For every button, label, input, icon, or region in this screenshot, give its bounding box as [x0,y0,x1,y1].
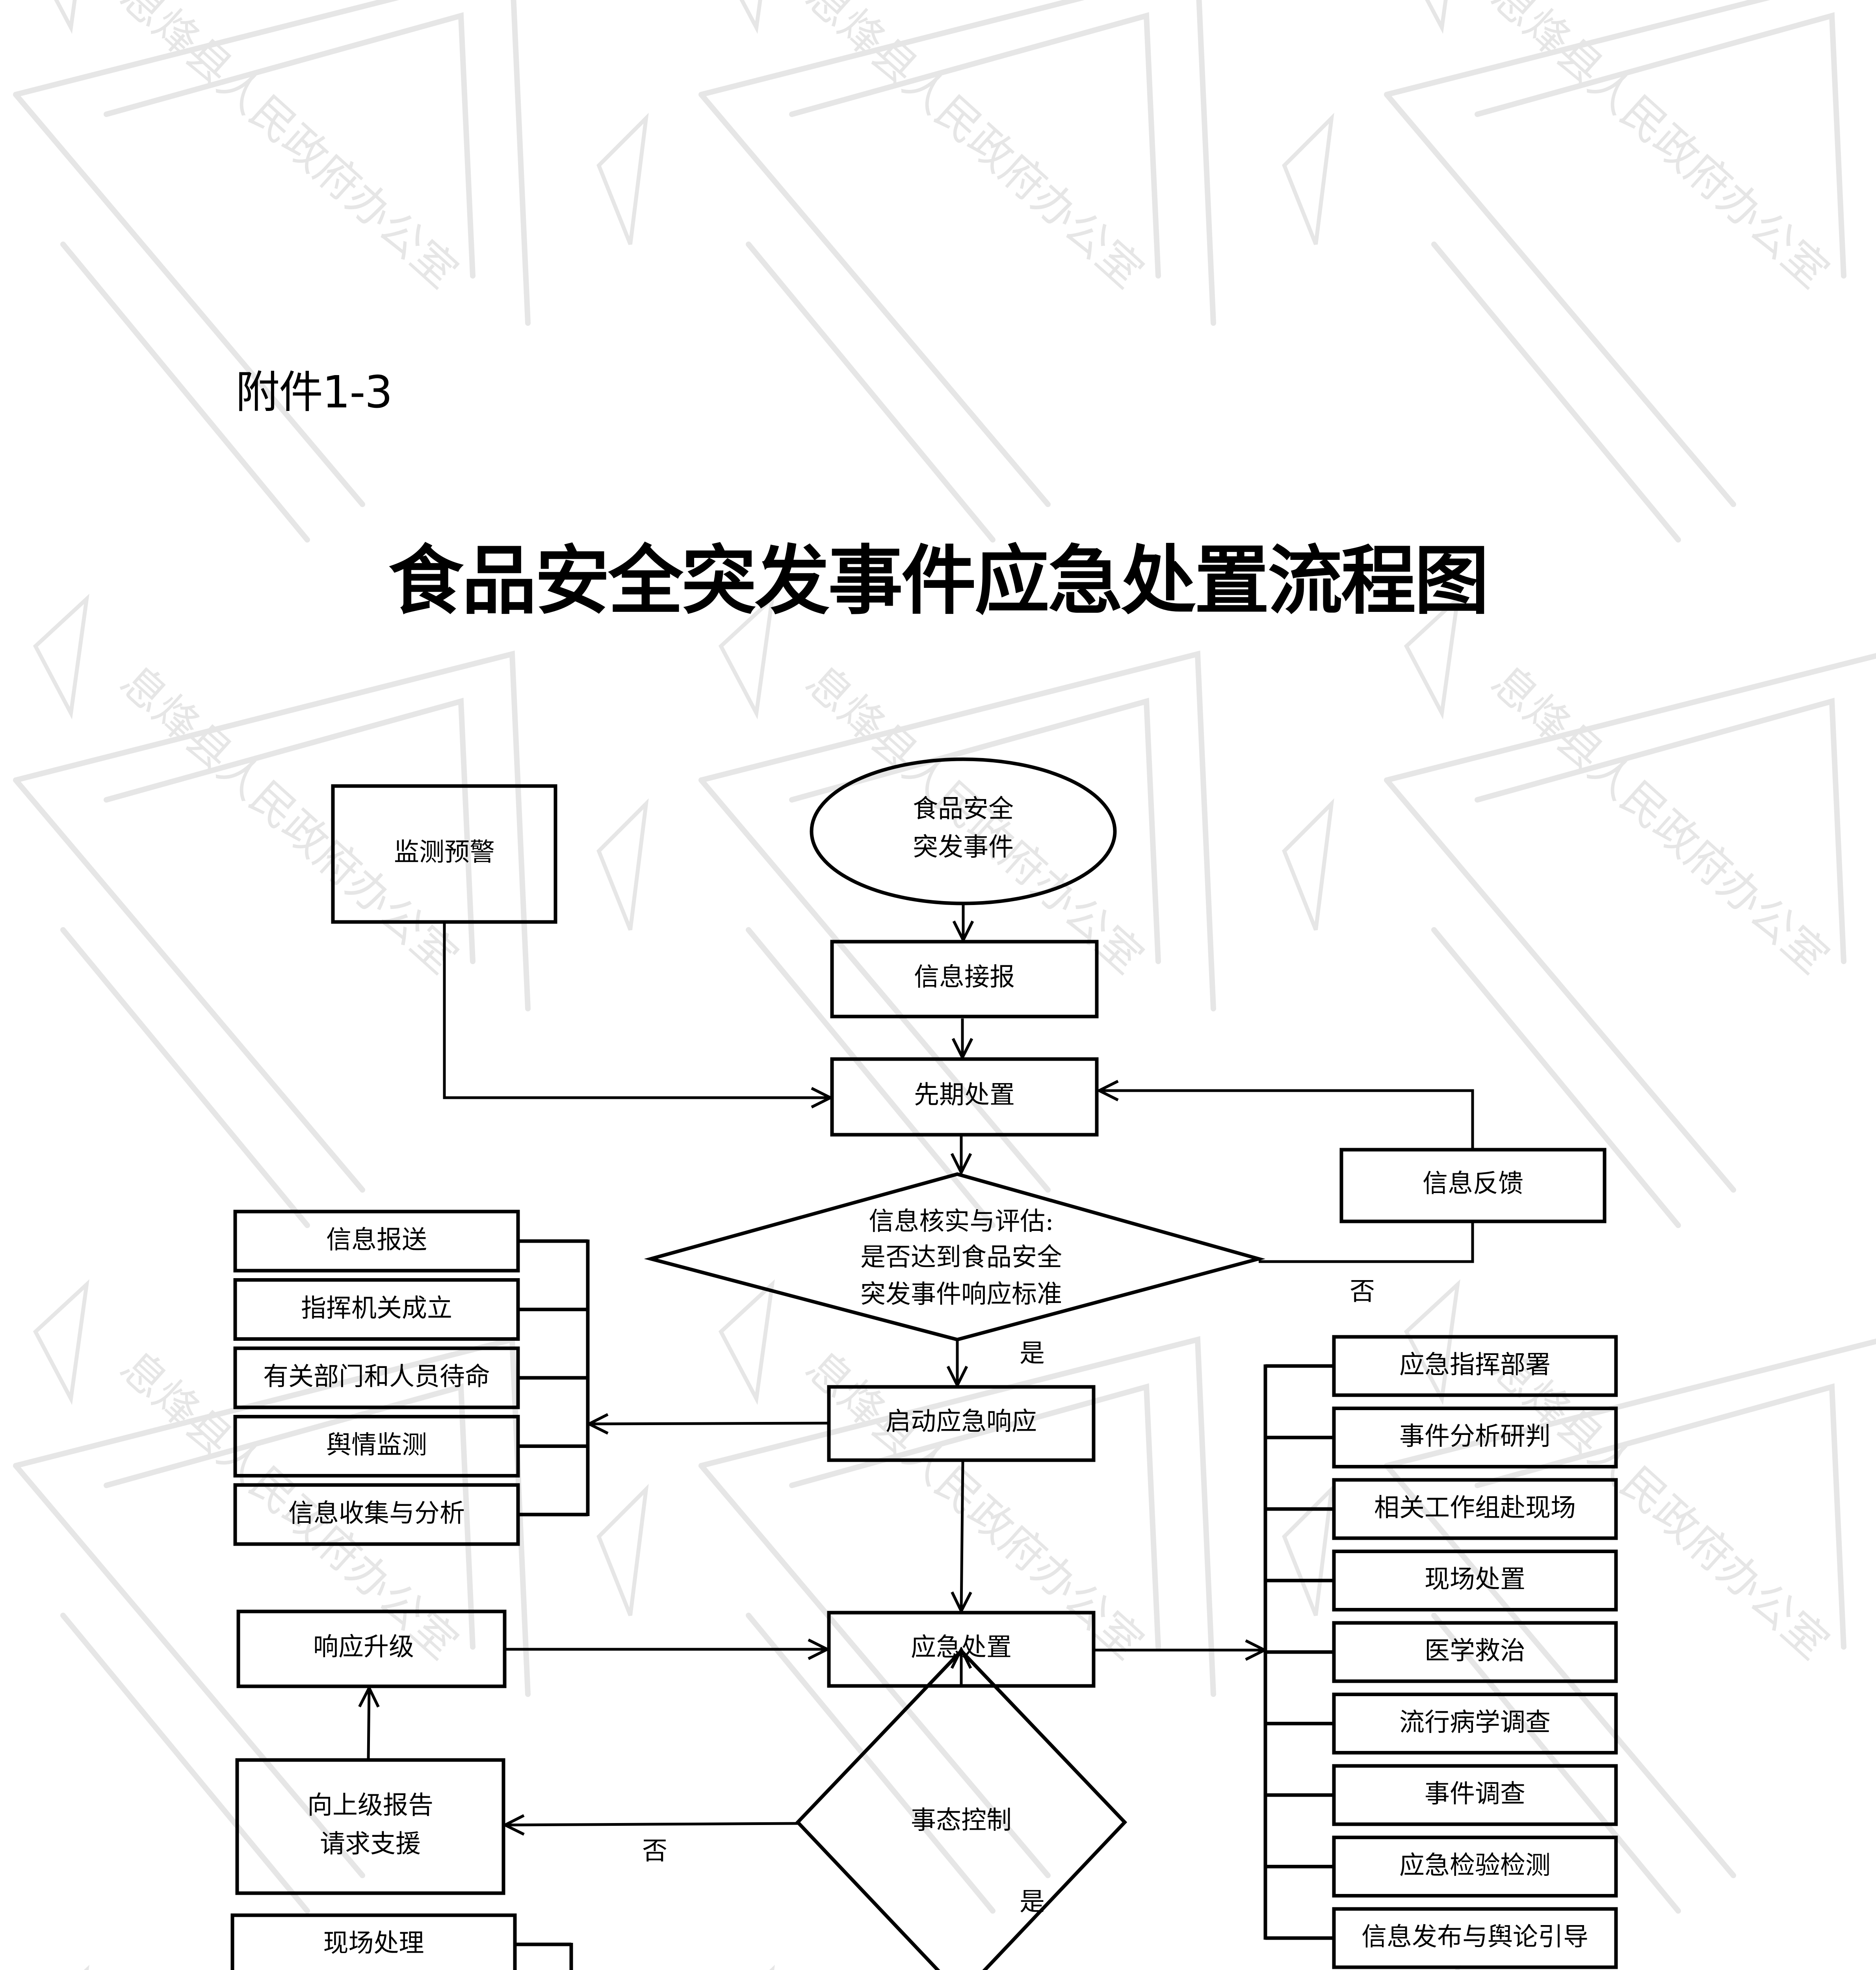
recovery-actions-group: 现场处理解除警戒事件原因调查 [230,1913,573,1970]
connector-feedback-to-initial [1099,1091,1474,1150]
activation-action-label: 有关部门和人员待命 [263,1362,490,1392]
activation-action-label: 信息收集与分析 [288,1499,465,1528]
activate-response-label: 启动应急响应 [886,1407,1037,1437]
assessment-label-line3: 突发事件响应标准 [860,1280,1062,1309]
report-upward-label-line1: 向上级报告 [307,1791,433,1820]
control-check-label: 事态控制 [911,1806,1012,1835]
handling-action-label: 现场处置 [1425,1565,1525,1594]
handling-action-label: 事件分析研判 [1399,1422,1551,1451]
info-receive-label: 信息接报 [914,963,1015,992]
monitoring-label: 监测预警 [394,838,495,867]
initial-response-label: 先期处置 [914,1081,1015,1110]
handling-actions-group: 应急指挥部署事件分析研判相关工作组赴现场现场处置医学救治流行病学调查事件调查应急… [1263,1335,1618,1969]
connector-monitoring-to-initial [443,922,830,1098]
activation-action-label: 舆情监测 [326,1431,427,1460]
report-upward-label-line2: 请求支援 [320,1830,421,1859]
handling-action-label: 信息发布与舆论引导 [1361,1923,1588,1952]
escalate-label: 响应升级 [313,1633,414,1662]
activation-action-label: 指挥机关成立 [301,1294,452,1323]
assessment-no-label: 否 [1350,1277,1375,1307]
incident-ellipse [810,757,1117,905]
assessment-label-line2: 是否达到食品安全 [860,1243,1062,1272]
connector-activate-to-actions [589,1423,829,1424]
handling-action-label: 事件调查 [1425,1780,1525,1809]
connector-report-to-escalate [368,1688,369,1760]
page-title: 食品安全突发事件应急处置流程图 [388,537,1489,624]
connector-control-no-to-report [505,1823,798,1825]
feedback-label: 信息反馈 [1423,1169,1523,1199]
attachment-label: 附件1-3 [236,367,393,418]
handling-action-label: 相关工作组赴现场 [1374,1494,1576,1523]
control-yes-label: 是 [1020,1888,1045,1917]
handling-action-label: 流行病学调查 [1399,1708,1551,1737]
incident-label-line2: 突发事件 [913,833,1014,862]
control-diamond [795,1648,1127,1970]
incident-label-line1: 食品安全 [913,795,1014,824]
emergency-handling-label: 应急处置 [911,1633,1012,1662]
assessment-label-line1: 信息核实与评估: [869,1207,1054,1236]
assessment-yes-label: 是 [1020,1339,1045,1368]
report-upward-box [235,1758,505,1895]
activation-action-label: 信息报送 [326,1226,427,1255]
connector-assess-no-to-feedback [1259,1221,1474,1263]
handling-action-label: 应急检验检测 [1399,1851,1551,1880]
handling-action-label: 应急指挥部署 [1399,1351,1551,1380]
connector-activate-to-handling [961,1460,963,1611]
control-no-label: 否 [642,1837,667,1866]
recovery-action-label: 现场处理 [323,1929,424,1958]
handling-action-label: 医学救治 [1425,1637,1525,1666]
